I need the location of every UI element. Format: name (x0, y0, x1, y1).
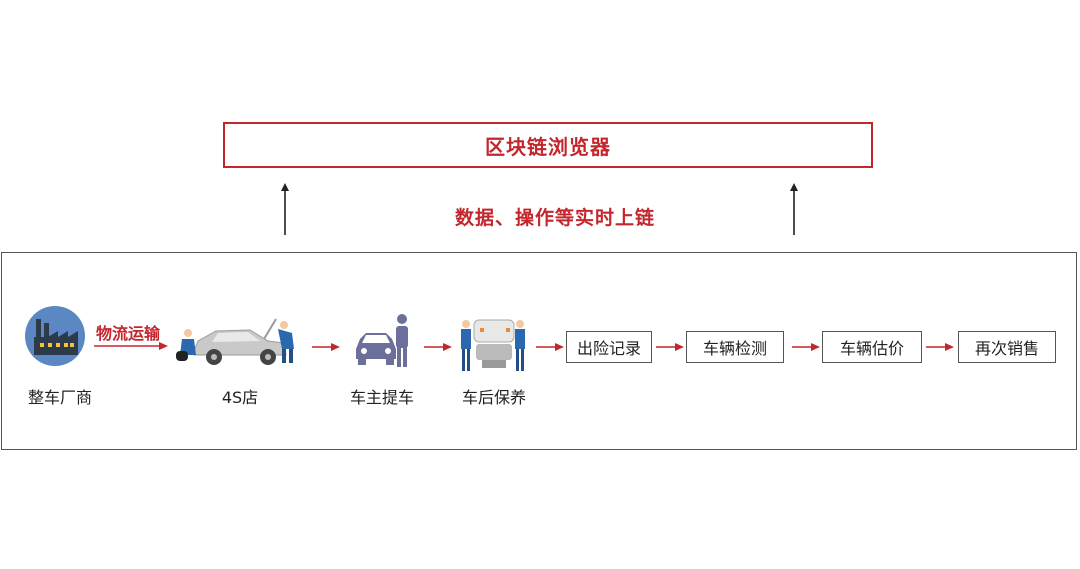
stage-label-maintenance: 车后保养 (461, 388, 526, 407)
car-owner-icon (356, 314, 408, 367)
step-resale: 再次销售 (958, 331, 1056, 363)
flow-arrow-icon (656, 343, 684, 351)
stage-label-factory: 整车厂商 (27, 388, 92, 407)
flow-arrow-icon (792, 343, 820, 351)
car-maintenance-icon (461, 319, 525, 371)
vehicle-lifecycle-frame (1, 252, 1077, 450)
factory-icon (25, 306, 85, 366)
step-insurance-record: 出险记录 (566, 331, 652, 363)
flow-arrow-icon (536, 343, 564, 351)
onchain-sync-label: 数据、操作等实时上链 (454, 207, 655, 229)
flow-arrow-icon (926, 343, 954, 351)
stage-label-owner-pickup: 车主提车 (349, 388, 414, 407)
step-label: 出险记录 (576, 339, 641, 358)
car-repair-icon (176, 318, 294, 365)
stage-label-4s-shop: 4S店 (221, 388, 259, 407)
blockchain-browser-label: 区块链浏览器 (485, 134, 611, 159)
step-vehicle-valuation: 车辆估价 (822, 331, 922, 363)
step-label: 车辆估价 (839, 339, 904, 358)
flow-arrow-icon (424, 343, 452, 351)
step-label: 车辆检测 (702, 339, 767, 358)
logistics-arrow-icon (94, 342, 168, 350)
up-arrow-left-icon (281, 183, 289, 235)
blockchain-browser-box: 区块链浏览器 (223, 122, 873, 168)
flow-arrow-icon (312, 343, 340, 351)
logistics-label: 物流运输 (96, 324, 161, 343)
step-label: 再次销售 (974, 339, 1039, 358)
up-arrow-right-icon (790, 183, 798, 235)
step-vehicle-inspection: 车辆检测 (686, 331, 784, 363)
